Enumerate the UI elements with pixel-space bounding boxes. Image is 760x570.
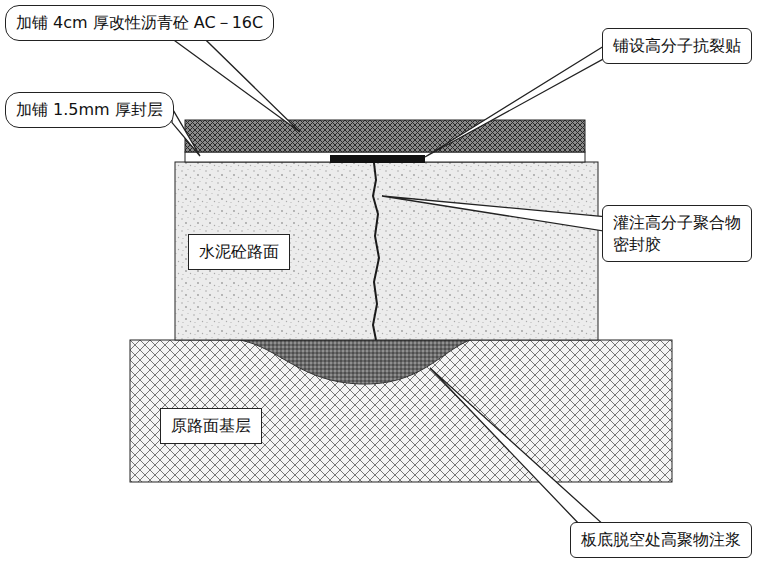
concrete-slab [175, 162, 598, 340]
label-text: 加铺 4cm 厚改性沥青砼 AC－16C [16, 12, 263, 34]
callout-box: 加铺 4cm 厚改性沥青砼 AC－16C [5, 5, 274, 41]
callout-box: 铺设高分子抗裂贴 [602, 28, 752, 64]
anti-crack-strip [330, 155, 425, 163]
callout-tail [172, 39, 300, 132]
layer-label: 水泥砼路面 [188, 234, 290, 270]
callout-tail [430, 368, 603, 524]
callout-box: 板底脱空处高聚物注浆 [570, 522, 752, 558]
callout-box: 加铺 1.5mm 厚封层 [5, 92, 174, 128]
base-layer [130, 340, 672, 482]
callout-tail [172, 108, 200, 156]
label-text: 灌注高分子聚合物密封胶 [613, 212, 741, 255]
void-grout [240, 340, 470, 384]
layer-label: 原路面基层 [160, 408, 262, 444]
callout-tail [425, 46, 604, 157]
label-text: 板底脱空处高聚物注浆 [581, 529, 741, 551]
label-text: 铺设高分子抗裂贴 [613, 35, 741, 57]
seal-layer [185, 152, 585, 162]
label-text: 原路面基层 [171, 415, 251, 437]
asphalt-layer [185, 120, 585, 152]
crack-line [373, 163, 379, 340]
callout-tail [382, 196, 604, 231]
label-text: 加铺 1.5mm 厚封层 [16, 99, 163, 121]
label-text: 水泥砼路面 [199, 241, 279, 263]
callout-box: 灌注高分子聚合物密封胶 [602, 205, 752, 262]
